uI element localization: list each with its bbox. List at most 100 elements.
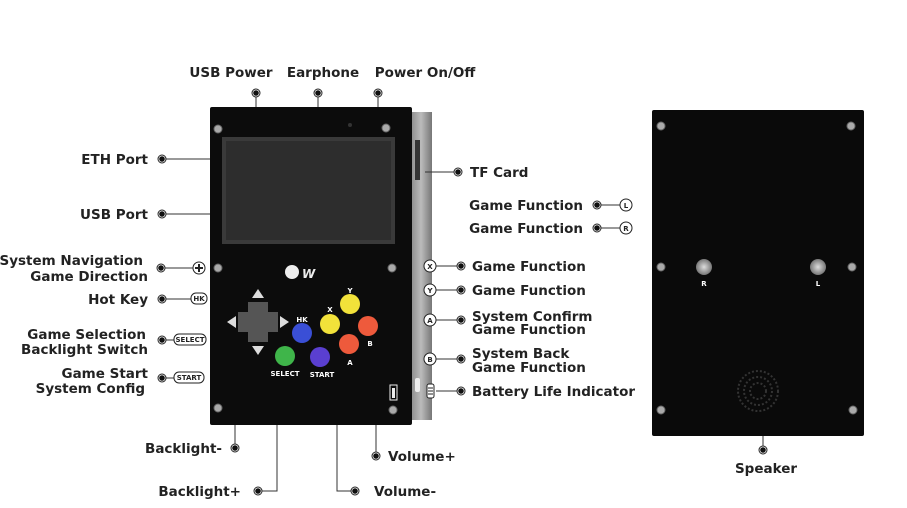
screw-icon bbox=[381, 123, 391, 133]
label-usb-power: USB Power bbox=[189, 65, 272, 81]
a-button-label: A bbox=[347, 359, 353, 367]
dpad[interactable] bbox=[227, 289, 289, 355]
bullet-dot bbox=[760, 447, 766, 453]
battery-badge-icon bbox=[426, 383, 435, 399]
label-backlight-switch: Backlight Switch bbox=[21, 342, 148, 358]
select-badge-icon: SELECT bbox=[173, 333, 207, 346]
label-volume-plus: Volume+ bbox=[388, 449, 456, 465]
label-tf-card: TF Card bbox=[470, 165, 528, 181]
back-device: R L bbox=[652, 110, 864, 436]
screw-icon bbox=[848, 405, 858, 415]
hk-button-label: HK bbox=[296, 316, 308, 324]
bullet-dot bbox=[159, 296, 165, 302]
label-power: Power On/Off bbox=[375, 65, 477, 81]
r-button-label: R bbox=[701, 280, 707, 288]
bullet-dot bbox=[594, 225, 600, 231]
bullet-dot bbox=[158, 265, 164, 271]
start-badge-icon: START bbox=[173, 371, 205, 384]
screen-display bbox=[226, 141, 391, 240]
label-system-config: System Config bbox=[36, 381, 145, 397]
label-game-function-a: Game Function bbox=[472, 322, 586, 338]
x-badge-icon: X bbox=[423, 259, 437, 273]
screw-icon bbox=[213, 403, 223, 413]
svg-text:B: B bbox=[427, 356, 432, 364]
back-screws bbox=[656, 121, 858, 415]
label-game-start: Game Start bbox=[61, 366, 148, 382]
label-game-function-l: Game Function bbox=[469, 198, 583, 214]
label-eth-port: ETH Port bbox=[81, 152, 148, 168]
bullet-dot bbox=[458, 388, 464, 394]
x-button-label: X bbox=[327, 306, 333, 314]
label-game-function-y: Game Function bbox=[472, 283, 586, 299]
screw-icon bbox=[213, 263, 223, 273]
r-badge-icon: R bbox=[619, 221, 633, 235]
bullet-dot bbox=[255, 488, 261, 494]
label-game-function-b: Game Function bbox=[472, 360, 586, 376]
device-side-edge bbox=[410, 112, 432, 420]
b-button[interactable] bbox=[358, 316, 378, 336]
bullet-dot bbox=[458, 263, 464, 269]
screw-icon bbox=[387, 263, 397, 273]
y-badge-icon: Y bbox=[423, 283, 437, 297]
dpad-badge-icon bbox=[192, 261, 206, 275]
callout-bullets bbox=[156, 88, 768, 496]
svg-text:L: L bbox=[624, 202, 629, 210]
back-panel bbox=[652, 110, 864, 436]
svg-text:Y: Y bbox=[426, 287, 433, 295]
label-speaker: Speaker bbox=[735, 461, 797, 477]
bullet-dot bbox=[159, 211, 165, 217]
svg-text:HK: HK bbox=[193, 295, 205, 303]
start-button[interactable] bbox=[310, 347, 330, 367]
l-button-label: L bbox=[816, 280, 821, 288]
side-led bbox=[415, 378, 420, 392]
svg-text:R: R bbox=[623, 225, 629, 233]
select-button[interactable] bbox=[275, 346, 295, 366]
bullet-dot bbox=[159, 156, 165, 162]
front-device: W HK X Y B A SELECT START bbox=[210, 107, 432, 425]
screw-icon bbox=[388, 405, 398, 415]
bullet-dot bbox=[159, 375, 165, 381]
bullet-dot bbox=[458, 317, 464, 323]
label-battery-indicator: Battery Life Indicator bbox=[472, 384, 635, 400]
b-badge-icon: B bbox=[423, 352, 437, 366]
battery-indicator-icon bbox=[389, 384, 398, 401]
hk-badge-icon: HK bbox=[190, 292, 208, 305]
bullet-dot bbox=[373, 453, 379, 459]
screw-icon bbox=[213, 124, 223, 134]
bullet-dot bbox=[352, 488, 358, 494]
label-game-function-r: Game Function bbox=[469, 221, 583, 237]
label-usb-port: USB Port bbox=[80, 207, 149, 223]
label-hot-key: Hot Key bbox=[88, 292, 148, 308]
screw-icon bbox=[656, 405, 666, 415]
bullet-dot bbox=[458, 356, 464, 362]
r-shoulder-button[interactable] bbox=[696, 259, 712, 275]
a-badge-icon: A bbox=[423, 313, 437, 327]
b-button-label: B bbox=[367, 340, 372, 348]
label-system-back: System Back bbox=[472, 346, 570, 362]
bullet-dot bbox=[159, 337, 165, 343]
a-button[interactable] bbox=[339, 334, 359, 354]
screw-icon bbox=[846, 121, 856, 131]
camera-dot bbox=[348, 123, 352, 127]
x-button[interactable] bbox=[320, 314, 340, 334]
label-earphone: Earphone bbox=[287, 65, 359, 81]
svg-text:A: A bbox=[427, 317, 433, 325]
front-screws bbox=[213, 123, 398, 415]
start-button-label: START bbox=[310, 371, 335, 379]
speaker-grill-icon bbox=[737, 370, 779, 412]
label-system-navigation: System Navigation bbox=[0, 253, 143, 269]
label-game-direction: Game Direction bbox=[30, 269, 148, 285]
bullet-dot bbox=[594, 202, 600, 208]
y-button[interactable] bbox=[340, 294, 360, 314]
label-backlight-minus: Backlight- bbox=[145, 441, 222, 457]
screw-icon bbox=[656, 262, 666, 272]
svg-text:W: W bbox=[302, 267, 316, 281]
bullet-dot bbox=[375, 90, 381, 96]
hk-button[interactable] bbox=[292, 323, 312, 343]
label-volume-minus: Volume- bbox=[374, 484, 436, 500]
svg-text:SELECT: SELECT bbox=[176, 336, 205, 344]
label-game-selection: Game Selection bbox=[27, 327, 146, 343]
l-shoulder-button[interactable] bbox=[810, 259, 826, 275]
screw-icon bbox=[656, 121, 666, 131]
